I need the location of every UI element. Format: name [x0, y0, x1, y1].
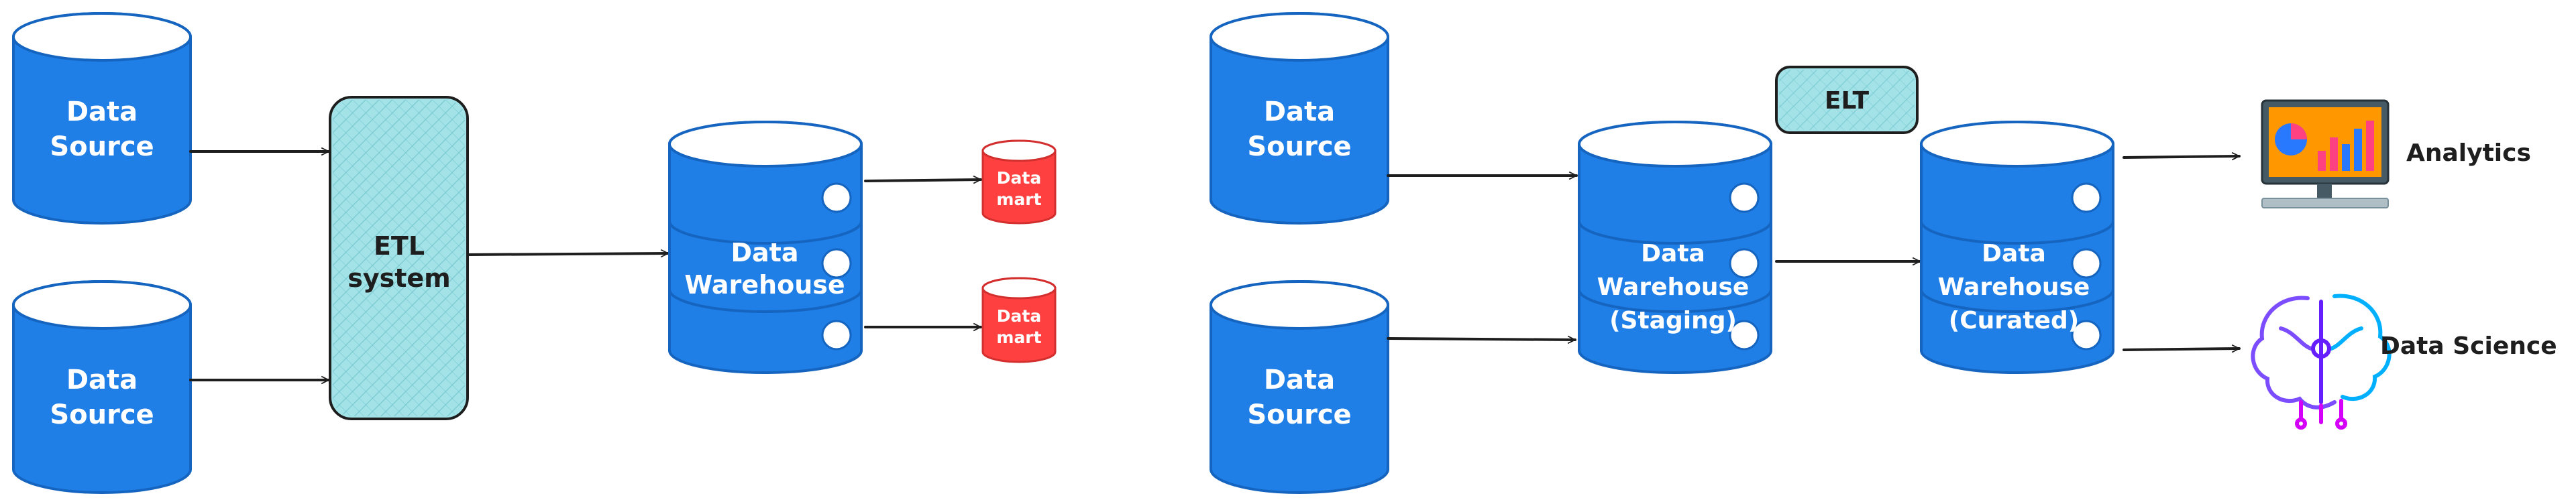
- warehouse-indicator-dot: [1729, 320, 1760, 351]
- arrow-curated-to-data-science: [2123, 349, 2241, 350]
- analytics-monitor-icon: [2261, 99, 2390, 208]
- warehouse-indicator-dot: [2071, 320, 2102, 351]
- warehouse-indicator-dot: [821, 320, 852, 351]
- warehouse-indicator-dot: [1729, 248, 1760, 279]
- arrow-warehouse-to-mart: [864, 180, 982, 181]
- brain-circuit-icon: [2251, 294, 2392, 430]
- warehouse-indicator-dot: [821, 182, 852, 213]
- warehouse-indicator-dot: [2071, 182, 2102, 213]
- analytics-label: Analytics: [2406, 139, 2531, 167]
- elt-process-label: ELT: [1825, 87, 1870, 115]
- arrow-source-to-staging: [1387, 338, 1576, 340]
- elt-process-node: ELT: [1775, 66, 1919, 134]
- warehouse-indicator-dot: [821, 248, 852, 279]
- data-science-label: Data Science: [2380, 332, 2557, 360]
- arrow-etl-to-warehouse: [466, 253, 669, 255]
- arrow-curated-to-analytics: [2123, 156, 2241, 158]
- warehouse-indicator-dot: [2071, 248, 2102, 279]
- warehouse-indicator-dot: [1729, 182, 1760, 213]
